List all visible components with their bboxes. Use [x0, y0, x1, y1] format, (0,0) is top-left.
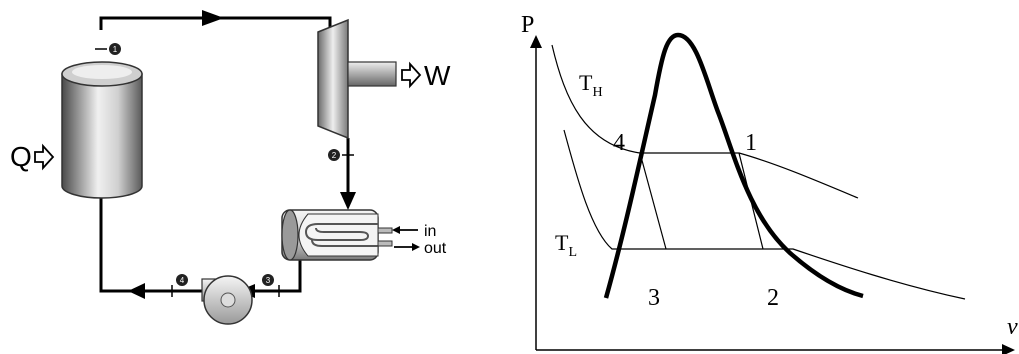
flow-arrow-top	[202, 10, 224, 26]
cooling-in-arrow-icon	[392, 226, 418, 234]
cooling-out-label: out	[424, 240, 447, 257]
pv-diagram: P v TH TL 1 2 3 4	[521, 12, 1018, 354]
x-axis-arrow-icon	[1002, 344, 1015, 354]
process-line-4-3	[639, 152, 667, 250]
cooling-out-arrow-icon	[394, 243, 420, 251]
work-out-label: W	[424, 60, 451, 91]
y-axis-arrow-icon	[530, 35, 542, 48]
svg-text:2: 2	[332, 151, 337, 160]
saturation-dome	[603, 32, 864, 299]
svg-text:3: 3	[266, 276, 271, 285]
pv-axes	[530, 35, 1015, 354]
cycle-schematic: 1 2 3 4 Q	[10, 10, 451, 325]
heat-in-arrow-icon	[34, 143, 55, 171]
condenser	[281, 209, 393, 261]
state-marker-1: 1	[95, 43, 121, 55]
state-marker-4: 4	[171, 274, 188, 297]
heat-in-label: Q	[10, 141, 32, 172]
turbine	[317, 18, 349, 140]
boiler-tank	[61, 61, 143, 199]
isotherm-low	[563, 129, 966, 300]
low-temp-label: TL	[555, 230, 577, 260]
process-line-1-2	[738, 152, 764, 250]
state-label-2: 2	[767, 285, 779, 311]
state-label-1: 1	[745, 130, 757, 156]
pipe-condenser-to-pump	[238, 258, 302, 293]
flow-arrow-bottom-left	[128, 283, 145, 299]
pump	[201, 275, 253, 325]
pipe-pump-to-boiler	[99, 198, 202, 293]
state-marker-2: 2	[328, 149, 354, 161]
state-marker-3: 3	[262, 274, 280, 297]
cooling-in-label: in	[424, 223, 436, 240]
svg-text:4: 4	[180, 276, 185, 285]
turbine-shaft	[347, 61, 397, 87]
state-label-4: 4	[613, 130, 625, 156]
work-out-arrow-icon	[401, 61, 422, 89]
flow-arrow-down	[340, 192, 356, 210]
state-label-3: 3	[648, 285, 660, 311]
x-axis-label: v	[1007, 314, 1018, 340]
y-axis-label: P	[521, 12, 534, 38]
high-temp-label: TH	[579, 70, 603, 100]
svg-text:1: 1	[113, 45, 118, 54]
